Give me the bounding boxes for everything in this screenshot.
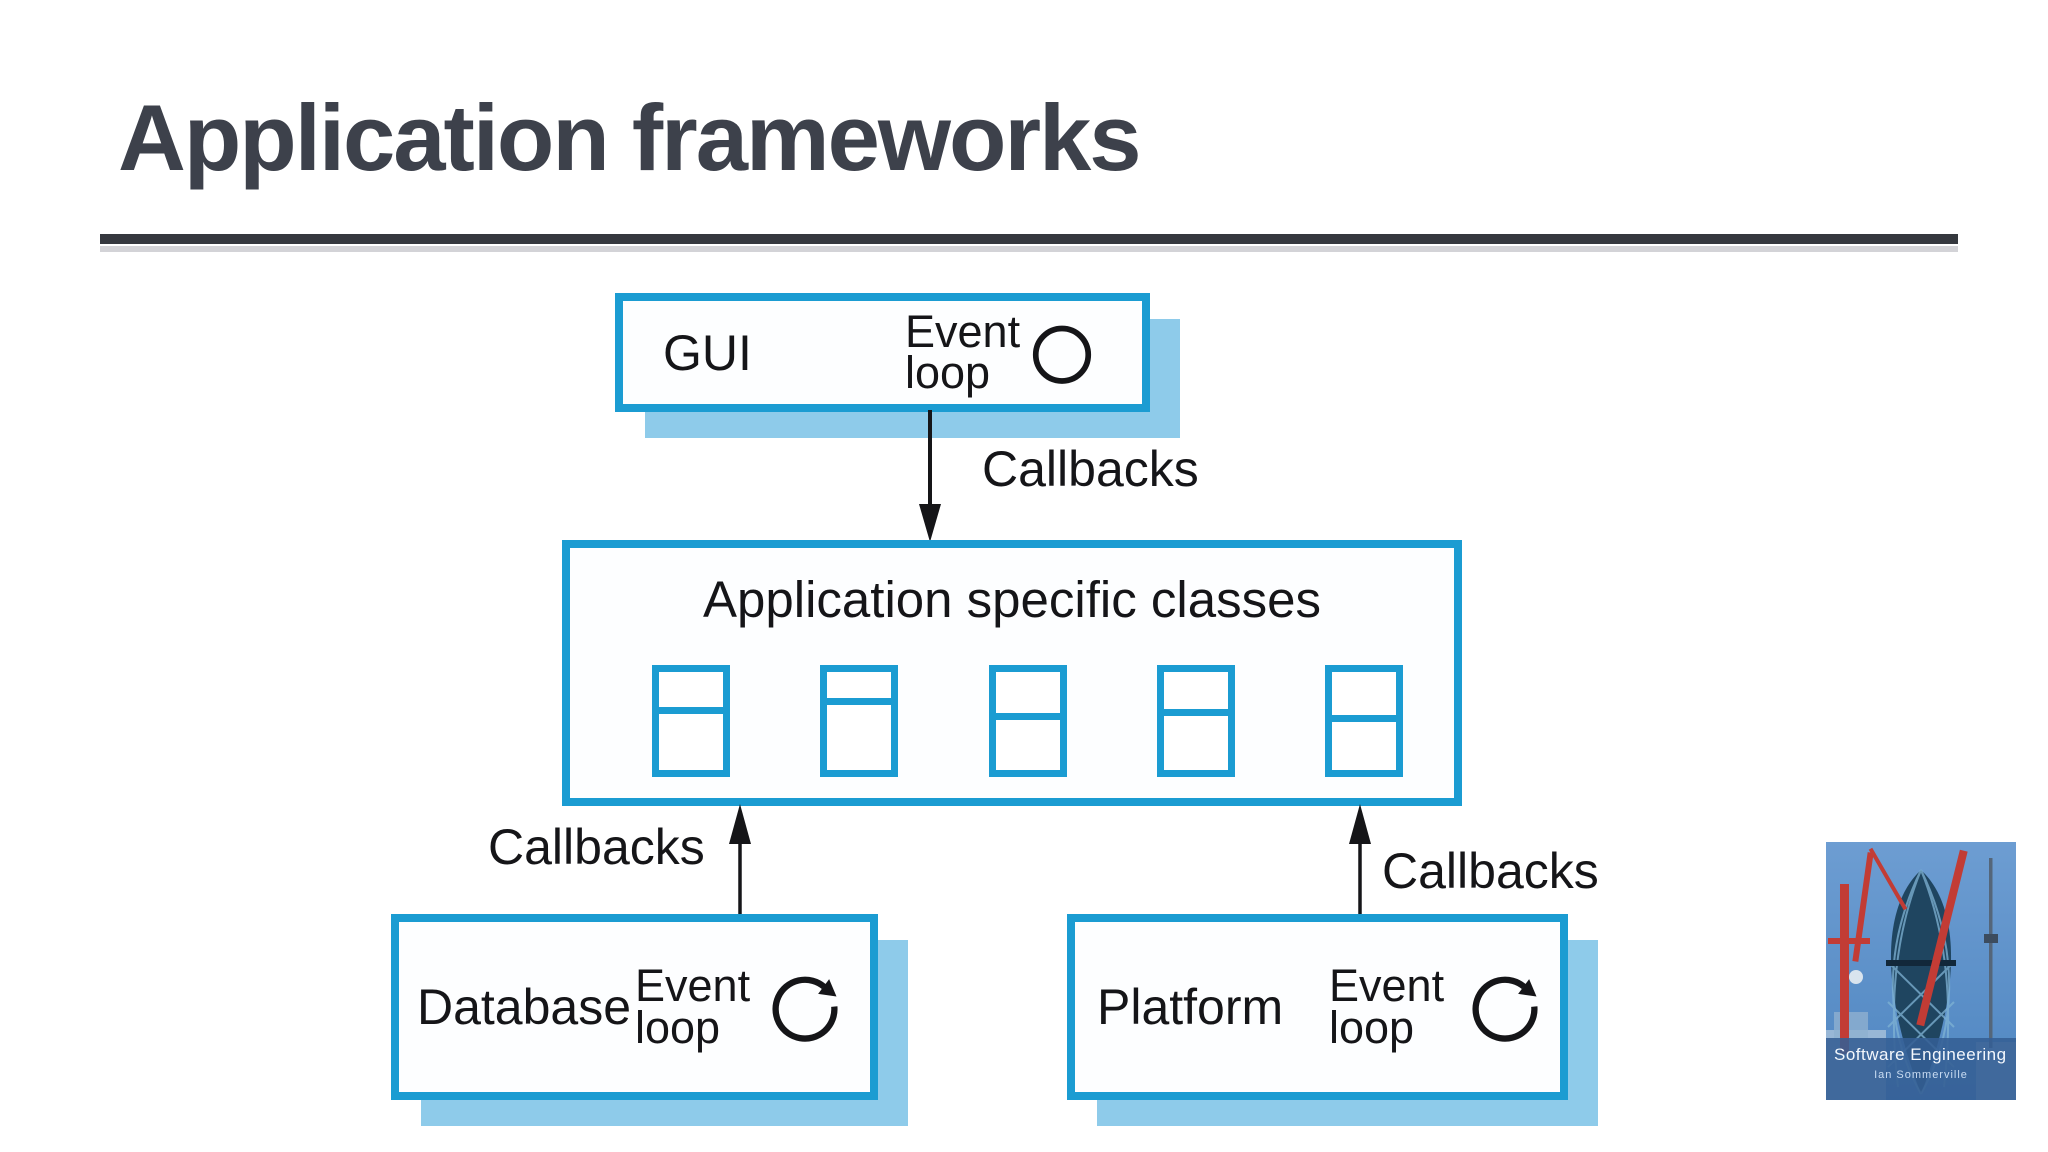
class-symbol <box>820 665 899 777</box>
title-divider-dark-line <box>100 234 1958 244</box>
class-symbol-divider <box>995 713 1060 721</box>
database-event-loop-label: Event loop <box>635 960 751 1053</box>
class-symbol-divider <box>1163 709 1228 717</box>
title-divider-light-line <box>100 246 1958 252</box>
callbacks-label-left: Callbacks <box>488 819 705 875</box>
event-loop-arrow-icon <box>772 976 838 1042</box>
database-box: Database Event loop <box>391 914 878 1100</box>
gui-label: GUI <box>663 324 752 381</box>
platform-label: Platform <box>1097 979 1284 1035</box>
class-symbol-row <box>652 665 1403 777</box>
platform-box: Platform Event loop <box>1067 914 1568 1100</box>
event-loop-arrow-icon <box>1472 976 1538 1042</box>
platform-event-loop-label: Event loop <box>1329 960 1445 1053</box>
title-divider <box>100 234 1958 252</box>
application-classes-label: Application specific classes <box>703 571 1321 628</box>
database-label: Database <box>417 979 632 1035</box>
book-author: Ian Sommerville <box>1874 1069 1968 1081</box>
application-classes-box: Application specific classes <box>562 540 1462 806</box>
class-symbol <box>1156 665 1235 777</box>
gui-box: GUI Event loop <box>615 293 1150 412</box>
class-symbol <box>988 665 1067 777</box>
class-symbol <box>652 665 730 777</box>
book-cover-image: Software Engineering Ian Sommerville <box>1826 842 2016 1100</box>
book-title: Software Engineering <box>1834 1045 2007 1064</box>
page-title: Application frameworks <box>118 85 1142 190</box>
callbacks-up-arrow-right <box>1349 804 1371 914</box>
callbacks-up-arrow-left <box>729 804 751 914</box>
class-symbol-divider <box>659 707 723 715</box>
gui-event-loop-label: Event loop <box>905 305 1021 399</box>
event-loop-icon <box>1032 325 1092 384</box>
callbacks-label-right: Callbacks <box>1382 843 1599 899</box>
book-cover-title-band: Software Engineering Ian Sommerville <box>1826 1038 2016 1100</box>
class-symbol-divider <box>827 698 892 706</box>
callbacks-label-top: Callbacks <box>982 441 1199 497</box>
class-symbol-divider <box>1332 715 1396 723</box>
class-symbol <box>1325 665 1403 777</box>
callbacks-down-arrow <box>919 410 941 542</box>
